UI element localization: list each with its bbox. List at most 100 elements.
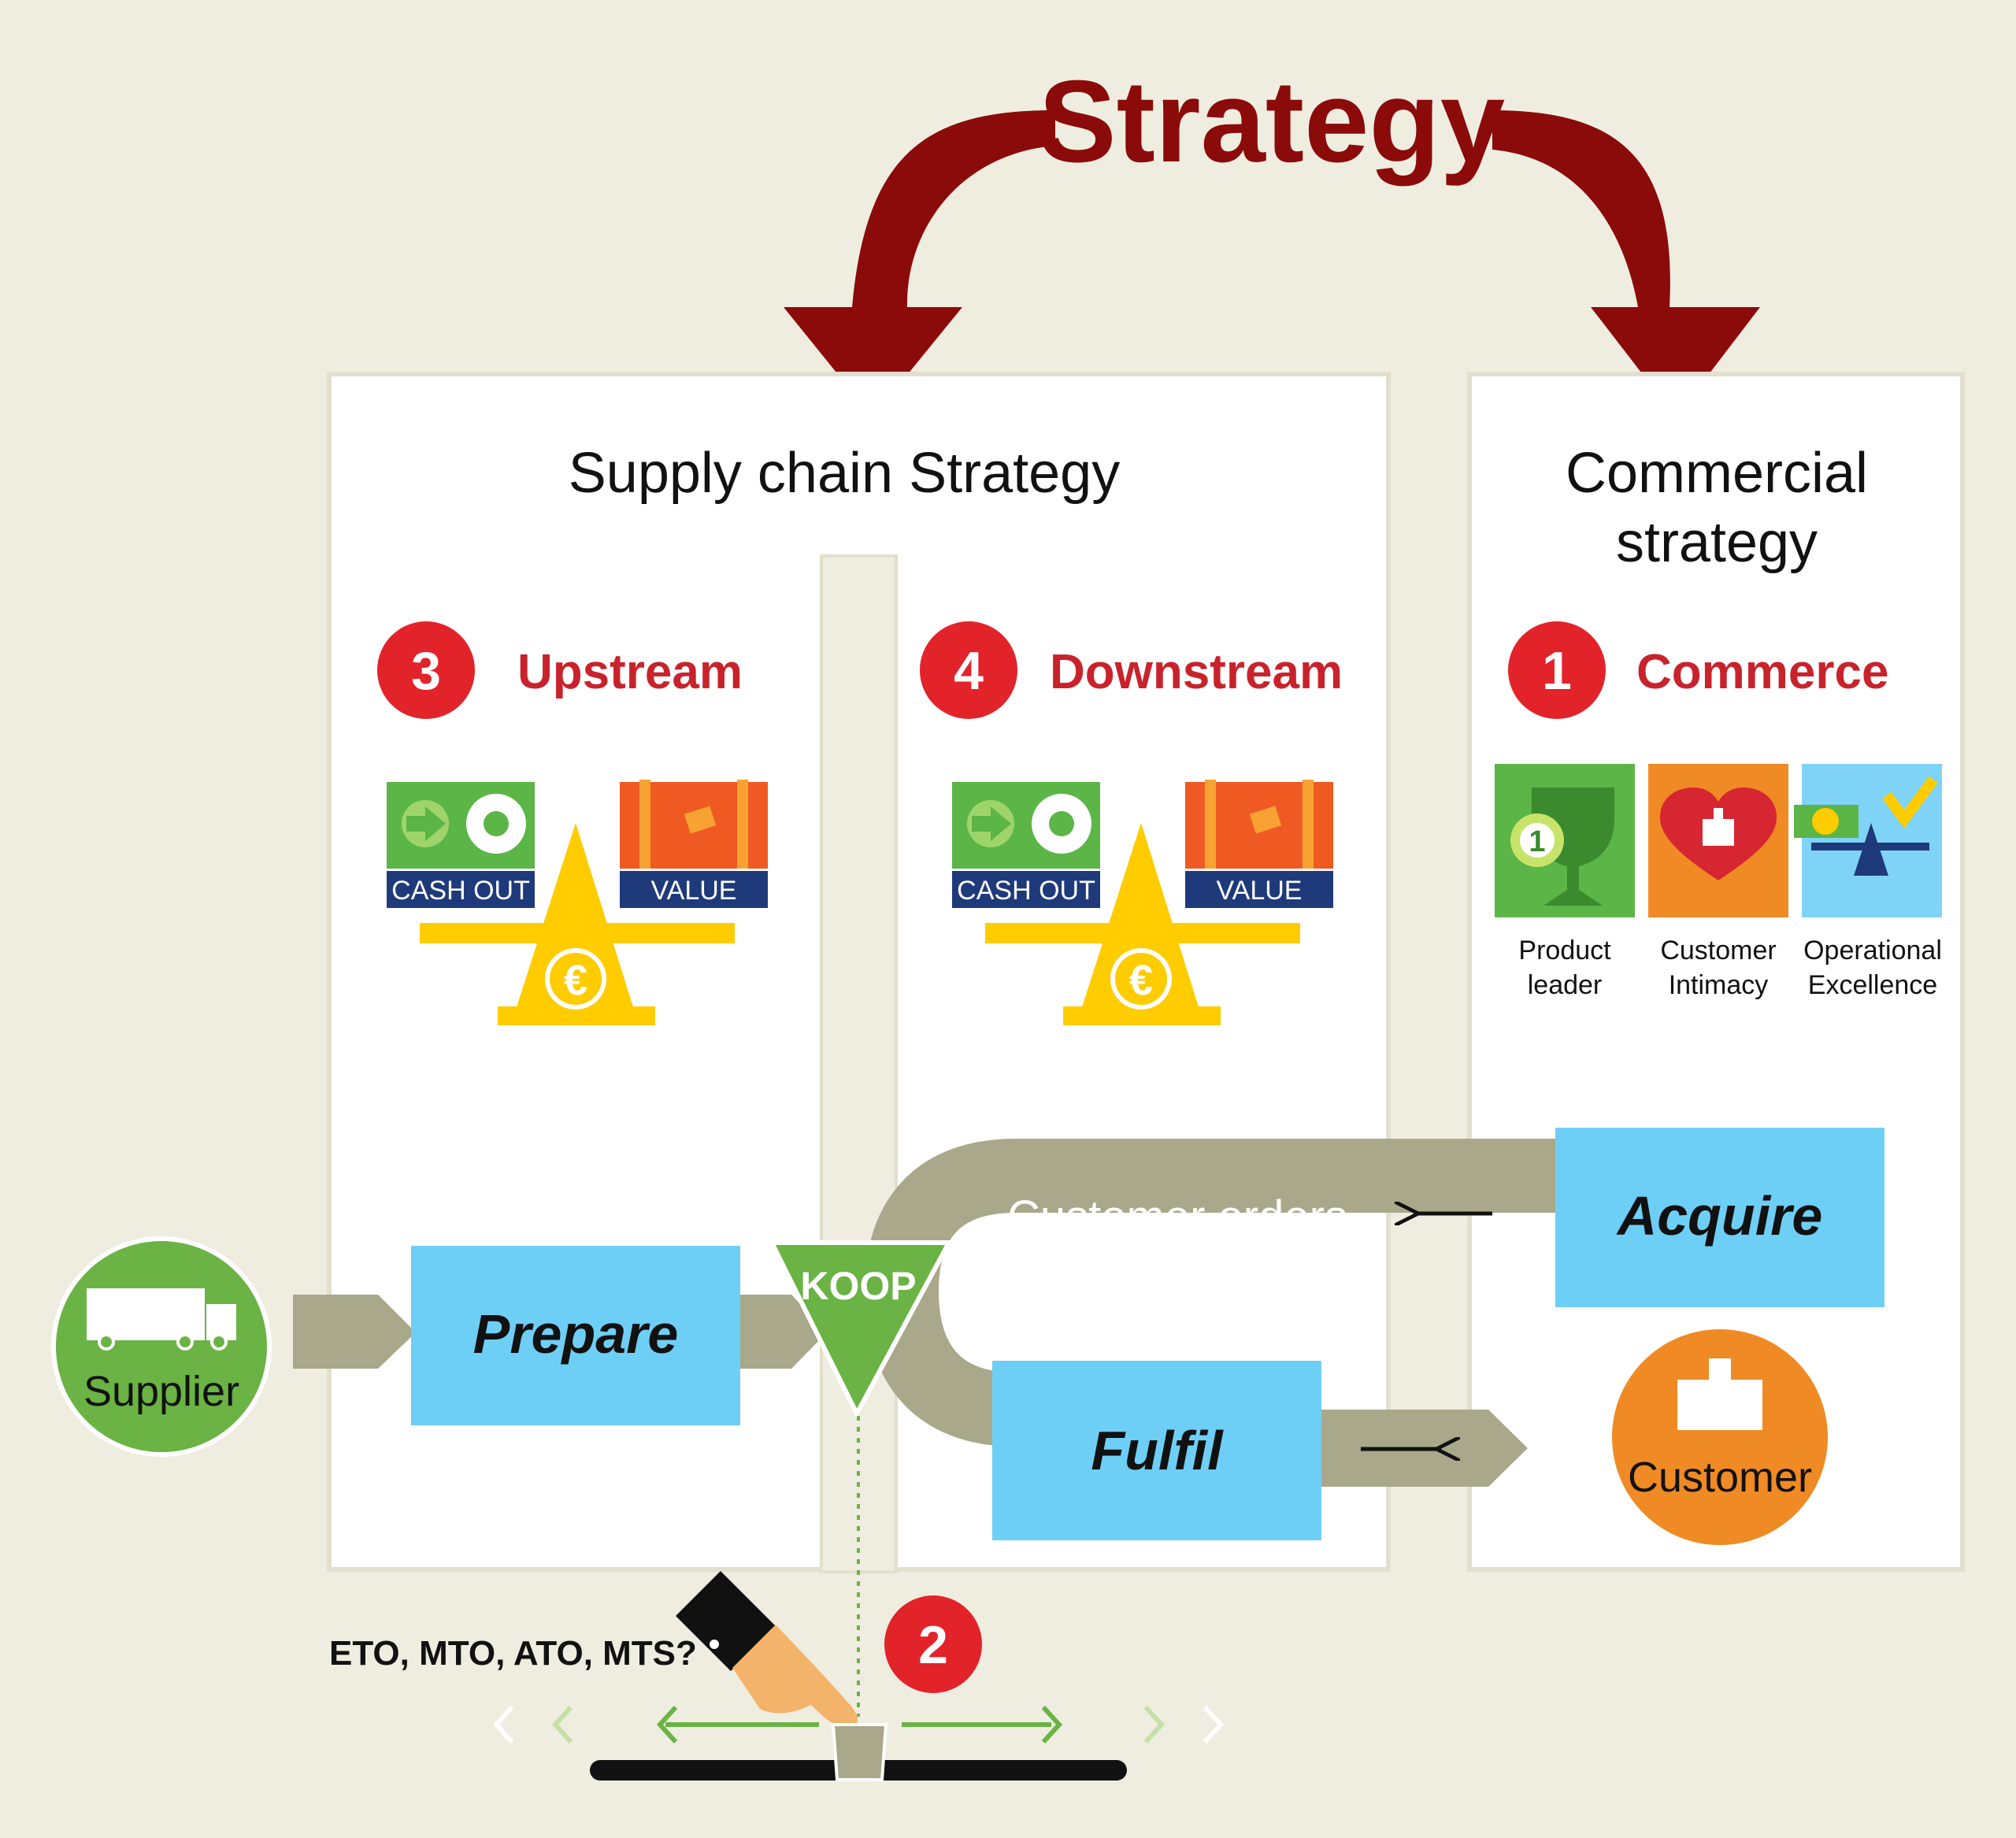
arrow-right-icon — [972, 806, 1011, 841]
upstream-label: Upstream — [517, 645, 743, 699]
decoupling-number-badge — [884, 1595, 982, 1693]
briefcase-strap-right — [1303, 780, 1314, 869]
hand — [732, 1625, 858, 1729]
briefcase-strap-left — [639, 780, 650, 869]
upstream-number-badge — [377, 621, 475, 719]
arrow-to-commercial — [1492, 110, 1760, 417]
coin-icon — [1812, 808, 1839, 835]
customer-node: Customer — [1612, 1329, 1828, 1545]
supplier-node: Supplier — [51, 1236, 272, 1457]
fulfil-box — [992, 1361, 1321, 1540]
commerce-header: 1 Commerce — [1508, 621, 1888, 719]
truck-wheel — [98, 1333, 115, 1351]
customer-intimacy-line2: Intimacy — [1669, 970, 1769, 1000]
commerce-number-badge — [1508, 621, 1606, 719]
upstream-value-label: VALUE — [651, 876, 737, 906]
koop-label: KOOP — [800, 1264, 916, 1308]
chevron-left-icon — [551, 1705, 573, 1744]
strategy-title: Strategy — [1039, 57, 1505, 187]
acquire-box — [1555, 1128, 1884, 1307]
euro-symbol: € — [564, 957, 587, 1004]
balance-base — [498, 1006, 655, 1025]
decoupling-question: ETO, MTO, ATO, MTS? — [329, 1634, 697, 1673]
truck-wheel — [210, 1333, 228, 1351]
supply-chain-title: Supply chain Strategy — [569, 442, 1120, 505]
euro-icon — [1110, 948, 1172, 1010]
chevron-right-icon — [1143, 1705, 1166, 1744]
balance-stand — [1081, 823, 1199, 1010]
crown-building-icon — [1703, 819, 1734, 846]
value-label-box — [1185, 871, 1333, 908]
truck-wheel — [176, 1333, 194, 1351]
briefcase-tag-icon — [1249, 806, 1282, 834]
checkmark-icon — [1882, 776, 1938, 828]
arrow-to-supply-chain — [784, 110, 1055, 417]
koop-triangle — [768, 1240, 954, 1419]
euro-symbol: € — [1129, 957, 1153, 1004]
chevron-left-icon — [492, 1705, 514, 1744]
upstream-number: 3 — [411, 641, 441, 701]
operational-excellence-line2: Excellence — [1808, 970, 1937, 1000]
commerce-strategies: 1 Product leader Customer Intimacy Opera… — [1495, 764, 1942, 1000]
operational-excellence-line1: Operational — [1803, 936, 1942, 965]
crown-building-top — [1714, 808, 1723, 819]
prepare-label: Prepare — [473, 1303, 679, 1365]
upstream-balance: € CASH OUT VALUE — [387, 780, 768, 1025]
balance-stand — [516, 823, 634, 1010]
downstream-number: 4 — [954, 641, 984, 701]
balance-base — [1063, 1006, 1221, 1025]
prepare-box — [411, 1246, 740, 1425]
cash-out-label-box — [387, 871, 535, 908]
crown-building-tower — [1709, 1358, 1731, 1380]
downstream-number-badge — [920, 621, 1017, 719]
commerce-label: Commerce — [1636, 645, 1888, 699]
crown-building-icon — [1677, 1380, 1762, 1430]
commerce-number: 1 — [1542, 641, 1572, 701]
chevron-left-icon — [656, 1705, 678, 1744]
gear-hub — [484, 811, 509, 836]
decoupling-slider — [492, 1705, 1225, 1781]
scale-stand — [1854, 823, 1888, 876]
chevron-right-icon — [1041, 1705, 1063, 1744]
product-leader-line1: Product — [1518, 936, 1611, 965]
upstream-cash-out-label: CASH OUT — [391, 876, 530, 906]
strategy-arrows — [784, 110, 1760, 417]
fulfil-label: Fulfil — [1091, 1420, 1224, 1481]
commercial-title-line1: Commercial — [1566, 442, 1868, 505]
medal-center — [1520, 823, 1555, 858]
truck-icon — [87, 1288, 205, 1340]
briefcase-tag-icon — [684, 806, 717, 834]
commercial-title-line2: strategy — [1616, 511, 1818, 574]
decoupling-number: 2 — [918, 1615, 948, 1675]
chevron-right-icon — [1203, 1705, 1225, 1744]
supplier-to-prepare-arrow — [293, 1295, 416, 1369]
cash-out-label-box — [952, 871, 1100, 908]
downstream-balance: € CASH OUT VALUE — [952, 780, 1333, 1025]
sleeve — [676, 1571, 776, 1671]
downstream-value-label: VALUE — [1217, 876, 1303, 906]
customer-circle — [1612, 1329, 1828, 1545]
gear-hub — [1049, 811, 1074, 836]
customer-intimacy-line1: Customer — [1660, 936, 1776, 965]
downstream-header: 4 Downstream — [920, 621, 1343, 719]
value-label-box — [620, 871, 768, 908]
downstream-label: Downstream — [1050, 645, 1343, 699]
medal-number: 1 — [1529, 825, 1545, 858]
acquire-label: Acquire — [1616, 1185, 1823, 1247]
product-leader-line2: leader — [1528, 970, 1603, 1000]
hand-pointer-icon — [676, 1571, 858, 1729]
briefcase-strap-left — [1205, 780, 1216, 869]
customer-label: Customer — [1628, 1454, 1812, 1501]
trophy-icon — [1532, 787, 1614, 906]
supplier-label: Supplier — [83, 1368, 239, 1415]
euro-icon — [545, 948, 606, 1010]
slider-button — [831, 1723, 888, 1781]
cufflink — [710, 1640, 719, 1649]
supplier-circle — [51, 1236, 272, 1457]
customer-orders-label: Customer orders — [1007, 1191, 1347, 1243]
arrow-right-icon — [406, 806, 446, 841]
upstream-header: 3 Upstream — [377, 621, 743, 719]
downstream-cash-out-label: CASH OUT — [957, 876, 1095, 906]
briefcase-strap-right — [737, 780, 748, 869]
